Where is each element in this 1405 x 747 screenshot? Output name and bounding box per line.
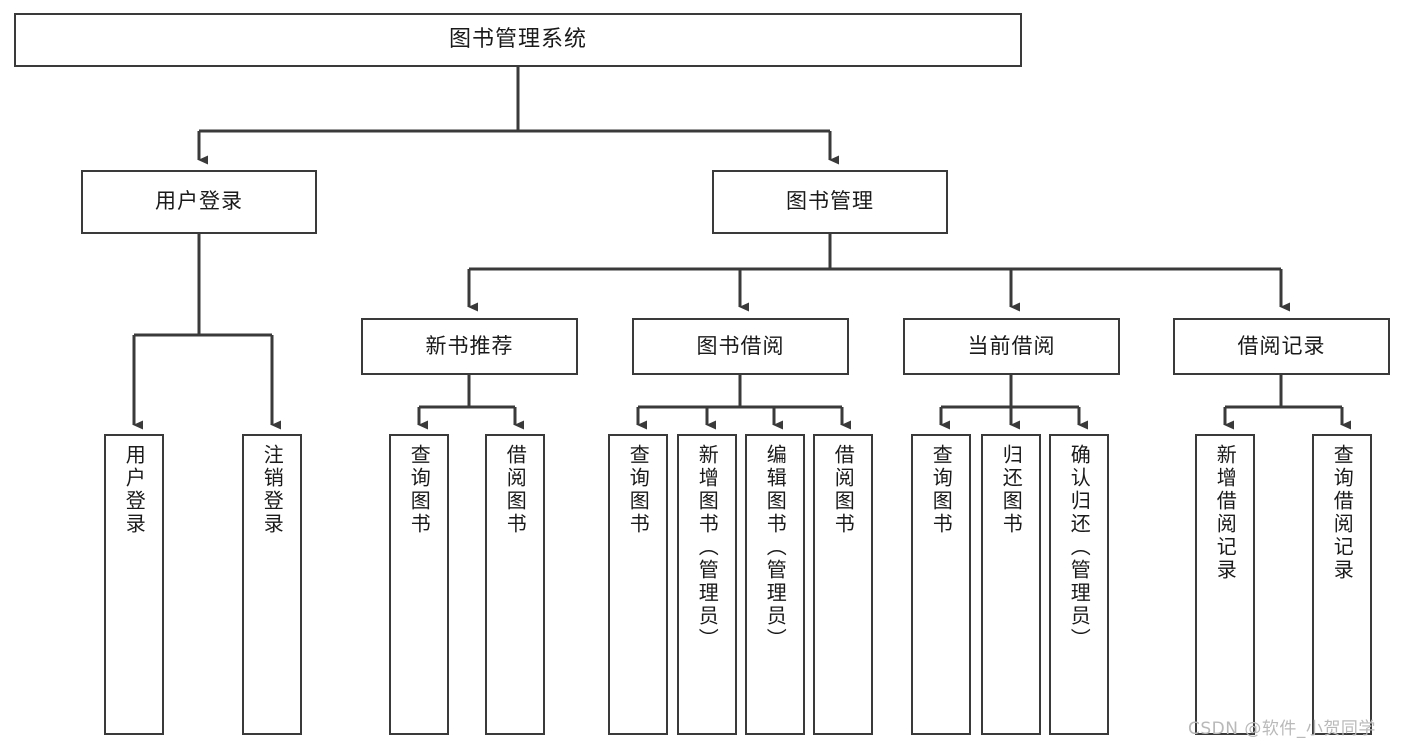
- node-leaf-query-book-2-label: 查询图书: [626, 444, 651, 536]
- node-leaf-user-logout[interactable]: 注销登录: [242, 434, 302, 735]
- node-leaf-borrow-book-2[interactable]: 借阅图书: [813, 434, 873, 735]
- node-leaf-user-login-label: 用户登录: [122, 444, 147, 536]
- node-leaf-confirm-return-label: 确认归还（管理员）: [1067, 444, 1092, 651]
- node-book-borrow-label: 图书借阅: [696, 333, 785, 358]
- node-leaf-query-book-2[interactable]: 查询图书: [608, 434, 668, 735]
- node-leaf-edit-book[interactable]: 编辑图书（管理员）: [745, 434, 805, 735]
- node-leaf-query-book-1[interactable]: 查询图书: [389, 434, 449, 735]
- node-borrow-record-label: 借阅记录: [1237, 333, 1326, 358]
- node-book-management-label: 图书管理: [786, 189, 874, 214]
- node-leaf-query-record[interactable]: 查询借阅记录: [1312, 434, 1372, 735]
- node-leaf-user-login[interactable]: 用户登录: [104, 434, 164, 735]
- node-leaf-query-book-1-label: 查询图书: [407, 444, 432, 536]
- node-book-borrow[interactable]: 图书借阅: [632, 318, 849, 375]
- node-root-system-label: 图书管理系统: [448, 26, 587, 52]
- node-leaf-confirm-return[interactable]: 确认归还（管理员）: [1049, 434, 1109, 735]
- node-new-book-recommend-label: 新书推荐: [425, 333, 514, 358]
- node-leaf-borrow-book-2-label: 借阅图书: [831, 444, 856, 536]
- node-leaf-query-record-label: 查询借阅记录: [1330, 444, 1355, 582]
- node-leaf-add-record[interactable]: 新增借阅记录: [1195, 434, 1255, 735]
- node-new-book-recommend[interactable]: 新书推荐: [361, 318, 578, 375]
- node-leaf-add-book-label: 新增图书（管理员）: [695, 444, 720, 651]
- node-borrow-record[interactable]: 借阅记录: [1173, 318, 1390, 375]
- node-user-login-label: 用户登录: [155, 189, 243, 214]
- node-user-login[interactable]: 用户登录: [81, 170, 317, 234]
- node-leaf-add-record-label: 新增借阅记录: [1213, 444, 1238, 582]
- node-leaf-edit-book-label: 编辑图书（管理员）: [763, 444, 788, 651]
- node-leaf-return-book[interactable]: 归还图书: [981, 434, 1041, 735]
- node-current-borrow-label: 当前借阅: [967, 333, 1056, 358]
- node-leaf-return-book-label: 归还图书: [999, 444, 1024, 536]
- node-leaf-user-logout-label: 注销登录: [260, 444, 285, 536]
- node-leaf-borrow-book-1[interactable]: 借阅图书: [485, 434, 545, 735]
- node-book-management[interactable]: 图书管理: [712, 170, 948, 234]
- node-leaf-query-book-3[interactable]: 查询图书: [911, 434, 971, 735]
- csdn-watermark: CSDN @软件_小贺同学: [1188, 719, 1376, 739]
- node-root-system[interactable]: 图书管理系统: [14, 13, 1022, 67]
- node-current-borrow[interactable]: 当前借阅: [903, 318, 1120, 375]
- node-leaf-borrow-book-1-label: 借阅图书: [503, 444, 528, 536]
- node-leaf-add-book[interactable]: 新增图书（管理员）: [677, 434, 737, 735]
- node-leaf-query-book-3-label: 查询图书: [929, 444, 954, 536]
